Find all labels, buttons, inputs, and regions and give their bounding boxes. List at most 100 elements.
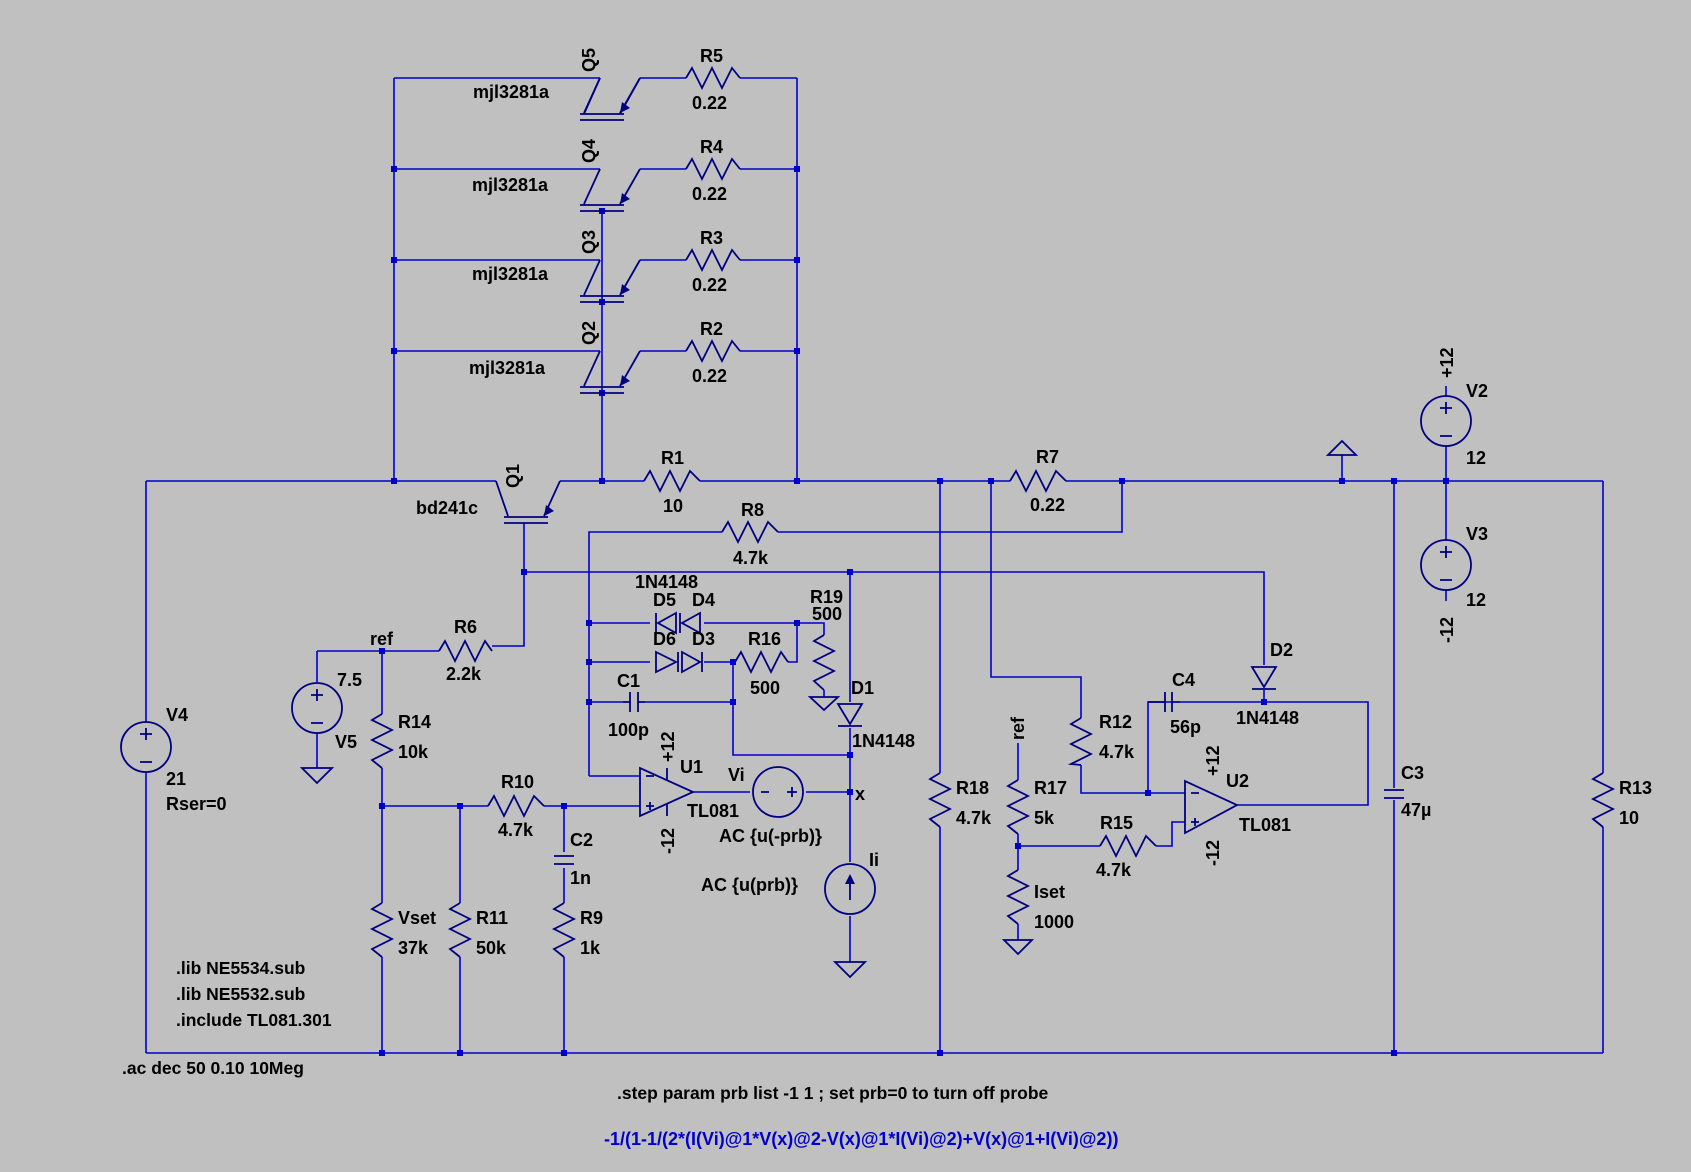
r17-ref: R17	[1034, 778, 1067, 798]
u1-vee: -12	[658, 828, 678, 854]
ground-ii	[832, 961, 868, 979]
r3-ref: R3	[700, 228, 723, 248]
q2-model: mjl3281a	[469, 358, 546, 378]
voltage-source-v5[interactable]: V5 7.5	[291, 670, 362, 752]
u2-model: TL081	[1239, 815, 1291, 835]
resistor-r12[interactable]: R12 4.7k	[1067, 712, 1135, 766]
r19-ref: R19	[810, 587, 843, 607]
current-source-ii[interactable]: Ii AC {u(prb)}	[701, 850, 879, 915]
resistor-r5[interactable]: R5 0.22	[685, 46, 741, 113]
capacitor-c3[interactable]: C3 47µ	[1384, 763, 1431, 820]
capacitor-c2[interactable]: C2 1n	[554, 830, 593, 888]
d1-ref: D1	[851, 678, 874, 698]
ground-r19	[807, 696, 841, 712]
r16-value: 500	[750, 678, 780, 698]
resistor-r13[interactable]: R13 10	[1590, 772, 1652, 828]
r11-value: 50k	[476, 938, 507, 958]
ii-value: AC {u(prb)}	[701, 875, 798, 895]
voltage-source-v3[interactable]: V3 12 -12	[1420, 524, 1488, 643]
diode-d2[interactable]: D2 1N4148	[1236, 640, 1299, 728]
r19-value: 500	[812, 604, 842, 624]
resistor-r3[interactable]: R3 0.22	[685, 228, 741, 295]
r18-ref: R18	[956, 778, 989, 798]
resistor-r6[interactable]: R6 2.2k	[438, 617, 493, 684]
u2-ref: U2	[1226, 771, 1249, 791]
wires	[145, 77, 1604, 1054]
directive-lib-ne5534: .lib NE5534.sub	[176, 958, 305, 978]
q5-ref: Q5	[579, 48, 599, 72]
directive-step: .step param prb list -1 1 ; set prb=0 to…	[617, 1083, 1049, 1103]
net-label-ref-right: ref	[1008, 716, 1028, 740]
net-label-x: x	[855, 784, 865, 804]
resistor-r19[interactable]: R19 500	[810, 587, 843, 691]
resistor-r7[interactable]: R7 0.22	[1009, 447, 1067, 515]
r15-value: 4.7k	[1096, 860, 1132, 880]
directive-ac: .ac dec 50 0.10 10Meg	[122, 1058, 304, 1078]
d4-ref: D4	[692, 590, 715, 610]
r15-ref: R15	[1100, 813, 1133, 833]
resistor-r18[interactable]: R18 4.7k	[927, 772, 992, 828]
v4-value: 21	[166, 769, 186, 789]
resistor-vset[interactable]: Vset 37k	[369, 902, 436, 958]
u1-model: TL081	[687, 801, 739, 821]
c3-ref: C3	[1401, 763, 1424, 783]
diode-d3[interactable]: D3	[681, 629, 715, 674]
q4-ref: Q4	[579, 139, 599, 163]
voltage-source-vi[interactable]: Vi AC {u(-prb)}	[719, 765, 822, 846]
resistor-r10[interactable]: R10 4.7k	[487, 772, 545, 840]
r12-value: 4.7k	[1099, 742, 1135, 762]
resistor-r8[interactable]: R8 4.7k	[721, 500, 779, 568]
v3-net-label: -12	[1437, 617, 1457, 643]
resistor-r11[interactable]: R11 50k	[447, 902, 508, 958]
resistor-r17[interactable]: R17 5k	[1005, 778, 1067, 835]
diode-d4[interactable]: D4	[679, 590, 715, 635]
opamp-u2[interactable]: U2 TL081 +12 -12	[1184, 745, 1291, 866]
resistor-r4[interactable]: R4 0.22	[685, 137, 741, 204]
r10-value: 4.7k	[498, 820, 534, 840]
r14-ref: R14	[398, 712, 431, 732]
r8-value: 4.7k	[733, 548, 769, 568]
vset-ref: Vset	[398, 908, 436, 928]
resistor-iset[interactable]: Iset 1000	[1005, 869, 1074, 932]
ground-symbols	[299, 439, 1359, 979]
r7-ref: R7	[1036, 447, 1059, 467]
resistor-r9[interactable]: R9 1k	[551, 902, 603, 958]
r13-ref: R13	[1619, 778, 1652, 798]
resistor-r14[interactable]: R14 10k	[369, 712, 431, 769]
c3-value: 47µ	[1401, 800, 1431, 820]
diode-d1[interactable]: D1 1N4148	[836, 678, 915, 751]
directive-include-tl081: .include TL081.301	[176, 1010, 332, 1030]
r6-ref: R6	[454, 617, 477, 637]
capacitor-c1[interactable]: C1 100p	[608, 671, 649, 740]
transistor-q2[interactable]: Q2 mjl3281a	[469, 321, 641, 394]
d6-ref: D6	[653, 629, 676, 649]
r12-ref: R12	[1099, 712, 1132, 732]
net-label-ref-left: ref	[370, 629, 394, 649]
r16-ref: R16	[748, 629, 781, 649]
q2-ref: Q2	[579, 321, 599, 345]
resistor-r1[interactable]: R1 10	[643, 448, 701, 516]
diode-d5[interactable]: D5	[653, 590, 677, 635]
v5-value: 7.5	[337, 670, 362, 690]
transistor-q5[interactable]: Q5 mjl3281a	[473, 48, 641, 121]
d3-ref: D3	[692, 629, 715, 649]
resistor-r16[interactable]: R16 500	[734, 629, 789, 698]
r4-ref: R4	[700, 137, 723, 157]
r18-value: 4.7k	[956, 808, 992, 828]
resistor-r15[interactable]: R15 4.7k	[1096, 813, 1157, 880]
diode-d6[interactable]: D6	[653, 629, 679, 674]
voltage-source-v4[interactable]: V4 21 Rser=0	[120, 705, 227, 814]
q4-model: mjl3281a	[472, 175, 549, 195]
transistor-q3[interactable]: Q3 mjl3281a	[472, 230, 641, 303]
r3-value: 0.22	[692, 275, 727, 295]
d1-model: 1N4148	[852, 731, 915, 751]
transistor-q1[interactable]: Q1 bd241c	[416, 464, 561, 524]
transistor-q4[interactable]: Q4 mjl3281a	[472, 139, 641, 212]
capacitor-c4[interactable]: C4 56p	[1148, 670, 1201, 737]
opamp-u1[interactable]: U1 TL081 +12 -12	[639, 731, 739, 854]
r9-value: 1k	[580, 938, 601, 958]
v3-ref: V3	[1466, 524, 1488, 544]
resistor-r2[interactable]: R2 0.22	[685, 319, 741, 386]
voltage-source-v2[interactable]: V2 12 +12	[1420, 347, 1488, 468]
